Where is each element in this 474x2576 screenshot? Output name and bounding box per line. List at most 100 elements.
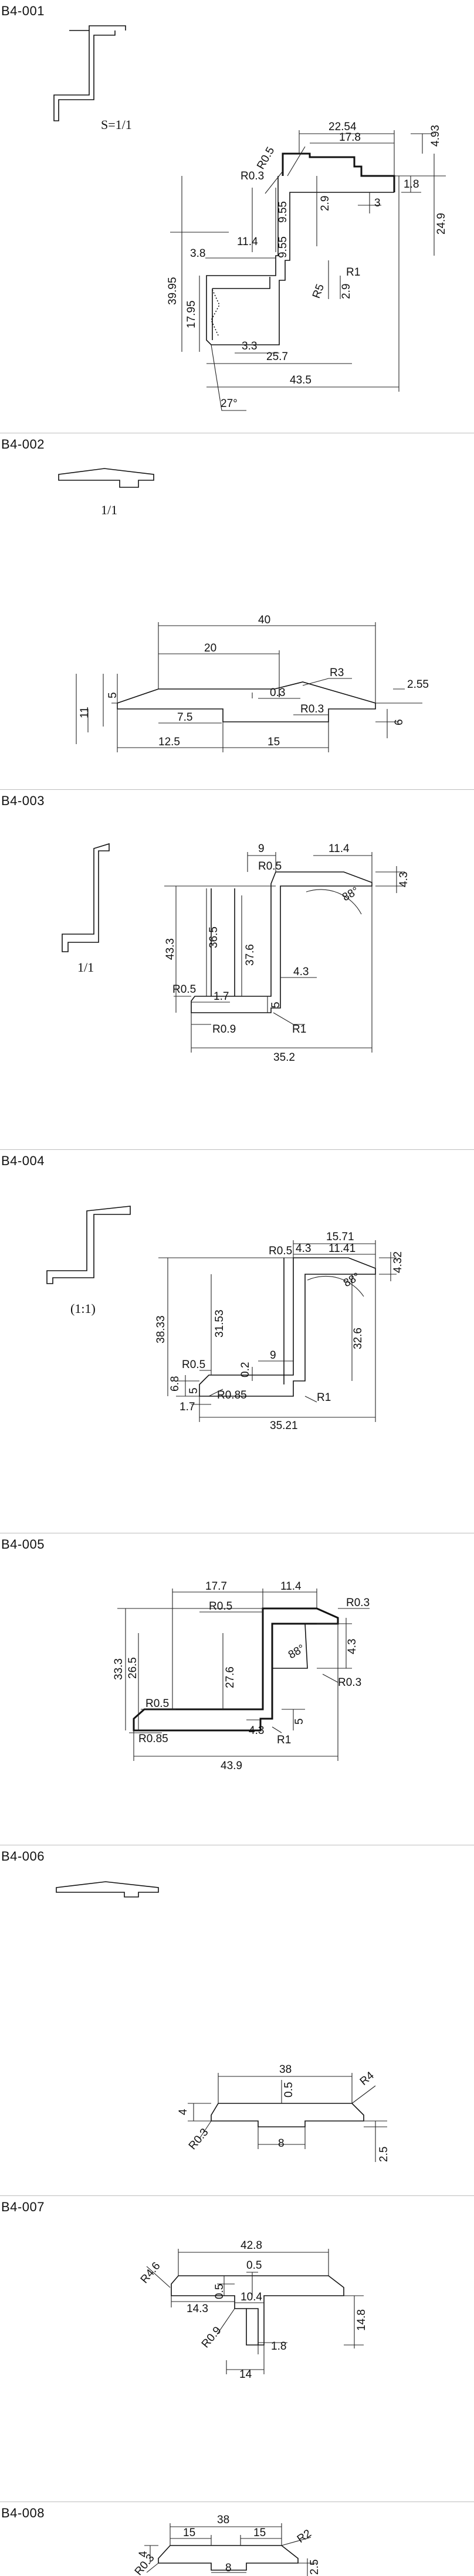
dim-label: 11 (79, 707, 91, 718)
dim-label: 5 (107, 692, 119, 698)
dim-label: 27° (221, 398, 238, 410)
profile-section-b4-004: B4-004 (1:1) 15.71 4.3 11.41 4.32 R0.5 8… (0, 1149, 474, 1533)
dim-label: R0.5 (258, 860, 282, 873)
profile-section-b4-002: B4-002 1/1 40 20 R3 2.55 0.3 5 11 7.5 R0… (0, 433, 474, 790)
dim-label: 0.3 (270, 687, 285, 699)
profile-thumbnail (62, 843, 110, 952)
profile-code: B4-004 (1, 1153, 45, 1168)
dim-label: 2.55 (407, 678, 429, 691)
dim-label: 88° (341, 1271, 362, 1290)
dim-label: 25.7 (266, 351, 288, 363)
dim-label: 22.54 (329, 121, 357, 133)
dim-label: 3.3 (242, 340, 257, 352)
dim-label: R0.5 (145, 1698, 169, 1710)
dim-label: R0.3 (133, 2552, 157, 2576)
dim-label: R0.5 (172, 983, 196, 996)
dim-label: 15 (183, 2527, 195, 2539)
technical-drawing: 22.54 17.8 4.93 24.9 1.8 3 2.9 R0.5 R0.3… (167, 121, 448, 411)
profile-section-b4-006: B4-006 38 0.5 R4 4 R0.3 8 2.5 (0, 1845, 474, 2196)
dim-label: 8 (225, 2562, 232, 2574)
dim-label: 9 (270, 1349, 276, 1362)
dim-label: 39.95 (167, 277, 179, 305)
profile-code: B4-007 (1, 2200, 45, 2214)
dim-label: 15 (253, 2527, 266, 2539)
dim-label: 6 (393, 719, 405, 725)
scale-label: (1:1) (70, 1301, 96, 1316)
dim-label: 5 (293, 1718, 306, 1725)
dim-label: 2.5 (309, 2560, 321, 2575)
profile-code: B4-006 (1, 1849, 45, 1864)
dim-label: R0.5 (182, 1359, 205, 1371)
dim-label: 35.2 (273, 1051, 295, 1064)
dim-label: 11.4 (237, 236, 258, 248)
technical-drawing: 17.7 11.4 R0.3 R0.5 88° 33.3 26.5 27.6 4… (113, 1580, 370, 1772)
dim-label: 4.3 (293, 966, 309, 978)
dim-label: 17.7 (205, 1580, 227, 1593)
dim-label: R0.5 (209, 1600, 232, 1613)
profile-code: B4-002 (1, 437, 45, 452)
profile-code: B4-008 (1, 2506, 45, 2520)
dim-label: 14.3 (187, 2303, 208, 2315)
dim-label: 9.55 (277, 201, 289, 223)
profile-thumbnail (46, 1206, 131, 1284)
dim-label: 9 (258, 843, 265, 855)
dim-label: R0.5 (269, 1245, 292, 1257)
dim-label: 42.8 (241, 2239, 262, 2252)
profile-thumbnail (53, 25, 126, 121)
dim-label: 37.6 (244, 944, 256, 966)
technical-drawing: 38 15 15 R2 4 R0.3 8 2.5 (133, 2514, 321, 2576)
dim-label: 2.5 (378, 2147, 390, 2162)
dim-label: R1 (277, 1734, 291, 1746)
dim-label: 35.21 (270, 1420, 298, 1432)
dim-label: R5 (310, 283, 327, 300)
dim-label: 4.3 (249, 1725, 264, 1737)
profile-section-b4-008: B4-008 38 15 15 R2 4 R0.3 8 2.5 (0, 2502, 474, 2576)
dim-label: 4.93 (429, 125, 442, 147)
dim-label: 14.8 (356, 2309, 368, 2331)
dim-label: 26.5 (127, 1657, 139, 1679)
dim-label: R4 (358, 2069, 377, 2088)
scale-label: 1/1 (77, 960, 94, 975)
dim-label: 11.41 (329, 1243, 356, 1255)
dim-label: 88° (286, 1642, 307, 1662)
profile-code: B4-005 (1, 1537, 45, 1552)
dim-label: 40 (258, 614, 270, 626)
dim-label: 6.8 (169, 1376, 181, 1391)
dim-label: 88° (340, 885, 361, 904)
scale-label: S=1/1 (101, 117, 132, 132)
dim-label: 0.5 (283, 2082, 295, 2098)
dim-label: 1.8 (271, 2340, 286, 2353)
dim-label: 24.9 (435, 213, 448, 235)
dim-label: 1.7 (214, 990, 229, 1003)
dim-label: 11.4 (329, 843, 350, 855)
technical-drawing: 42.8 R4.6 0.5 0.5 14.3 10.4 14.8 R0.9 1.… (138, 2239, 368, 2381)
dim-label: R0.3 (187, 2126, 211, 2152)
dim-label: 38 (279, 2063, 292, 2076)
technical-drawing: 38 0.5 R4 4 R0.3 8 2.5 (177, 2063, 390, 2162)
scale-label: 1/1 (101, 503, 118, 517)
dim-label: 27.6 (224, 1667, 236, 1688)
dim-label: 43.9 (221, 1760, 242, 1772)
dim-label: 15 (268, 736, 280, 748)
profile-thumbnail (56, 1881, 159, 1898)
dim-label: 2.9 (340, 284, 353, 299)
dim-label: 38.33 (155, 1315, 167, 1343)
dim-label: 10.4 (241, 2291, 262, 2303)
dim-label: 17.8 (339, 131, 361, 144)
dim-label: 43.5 (290, 374, 312, 386)
dim-label: 43.3 (164, 938, 177, 960)
dim-label: 0.2 (239, 1362, 252, 1377)
profile-section-b4-003: B4-003 1/1 9 11.4 R0.5 4.3 88° 43.3 36.5… (0, 789, 474, 1150)
dim-label: 2.9 (319, 196, 331, 211)
dim-label: 9.55 (277, 236, 289, 258)
dim-label: 11.4 (280, 1580, 302, 1593)
dim-label: 4 (177, 2109, 189, 2115)
profile-thumbnail (58, 468, 154, 488)
dim-label: R0.3 (300, 703, 324, 715)
dim-label: R0.85 (138, 1733, 168, 1745)
dim-label: 14 (239, 2368, 252, 2381)
dim-label: 4.3 (346, 1639, 358, 1654)
dim-label: R0.9 (199, 2324, 224, 2350)
profile-code: B4-001 (1, 4, 45, 18)
dim-label: R0.9 (212, 1023, 236, 1036)
